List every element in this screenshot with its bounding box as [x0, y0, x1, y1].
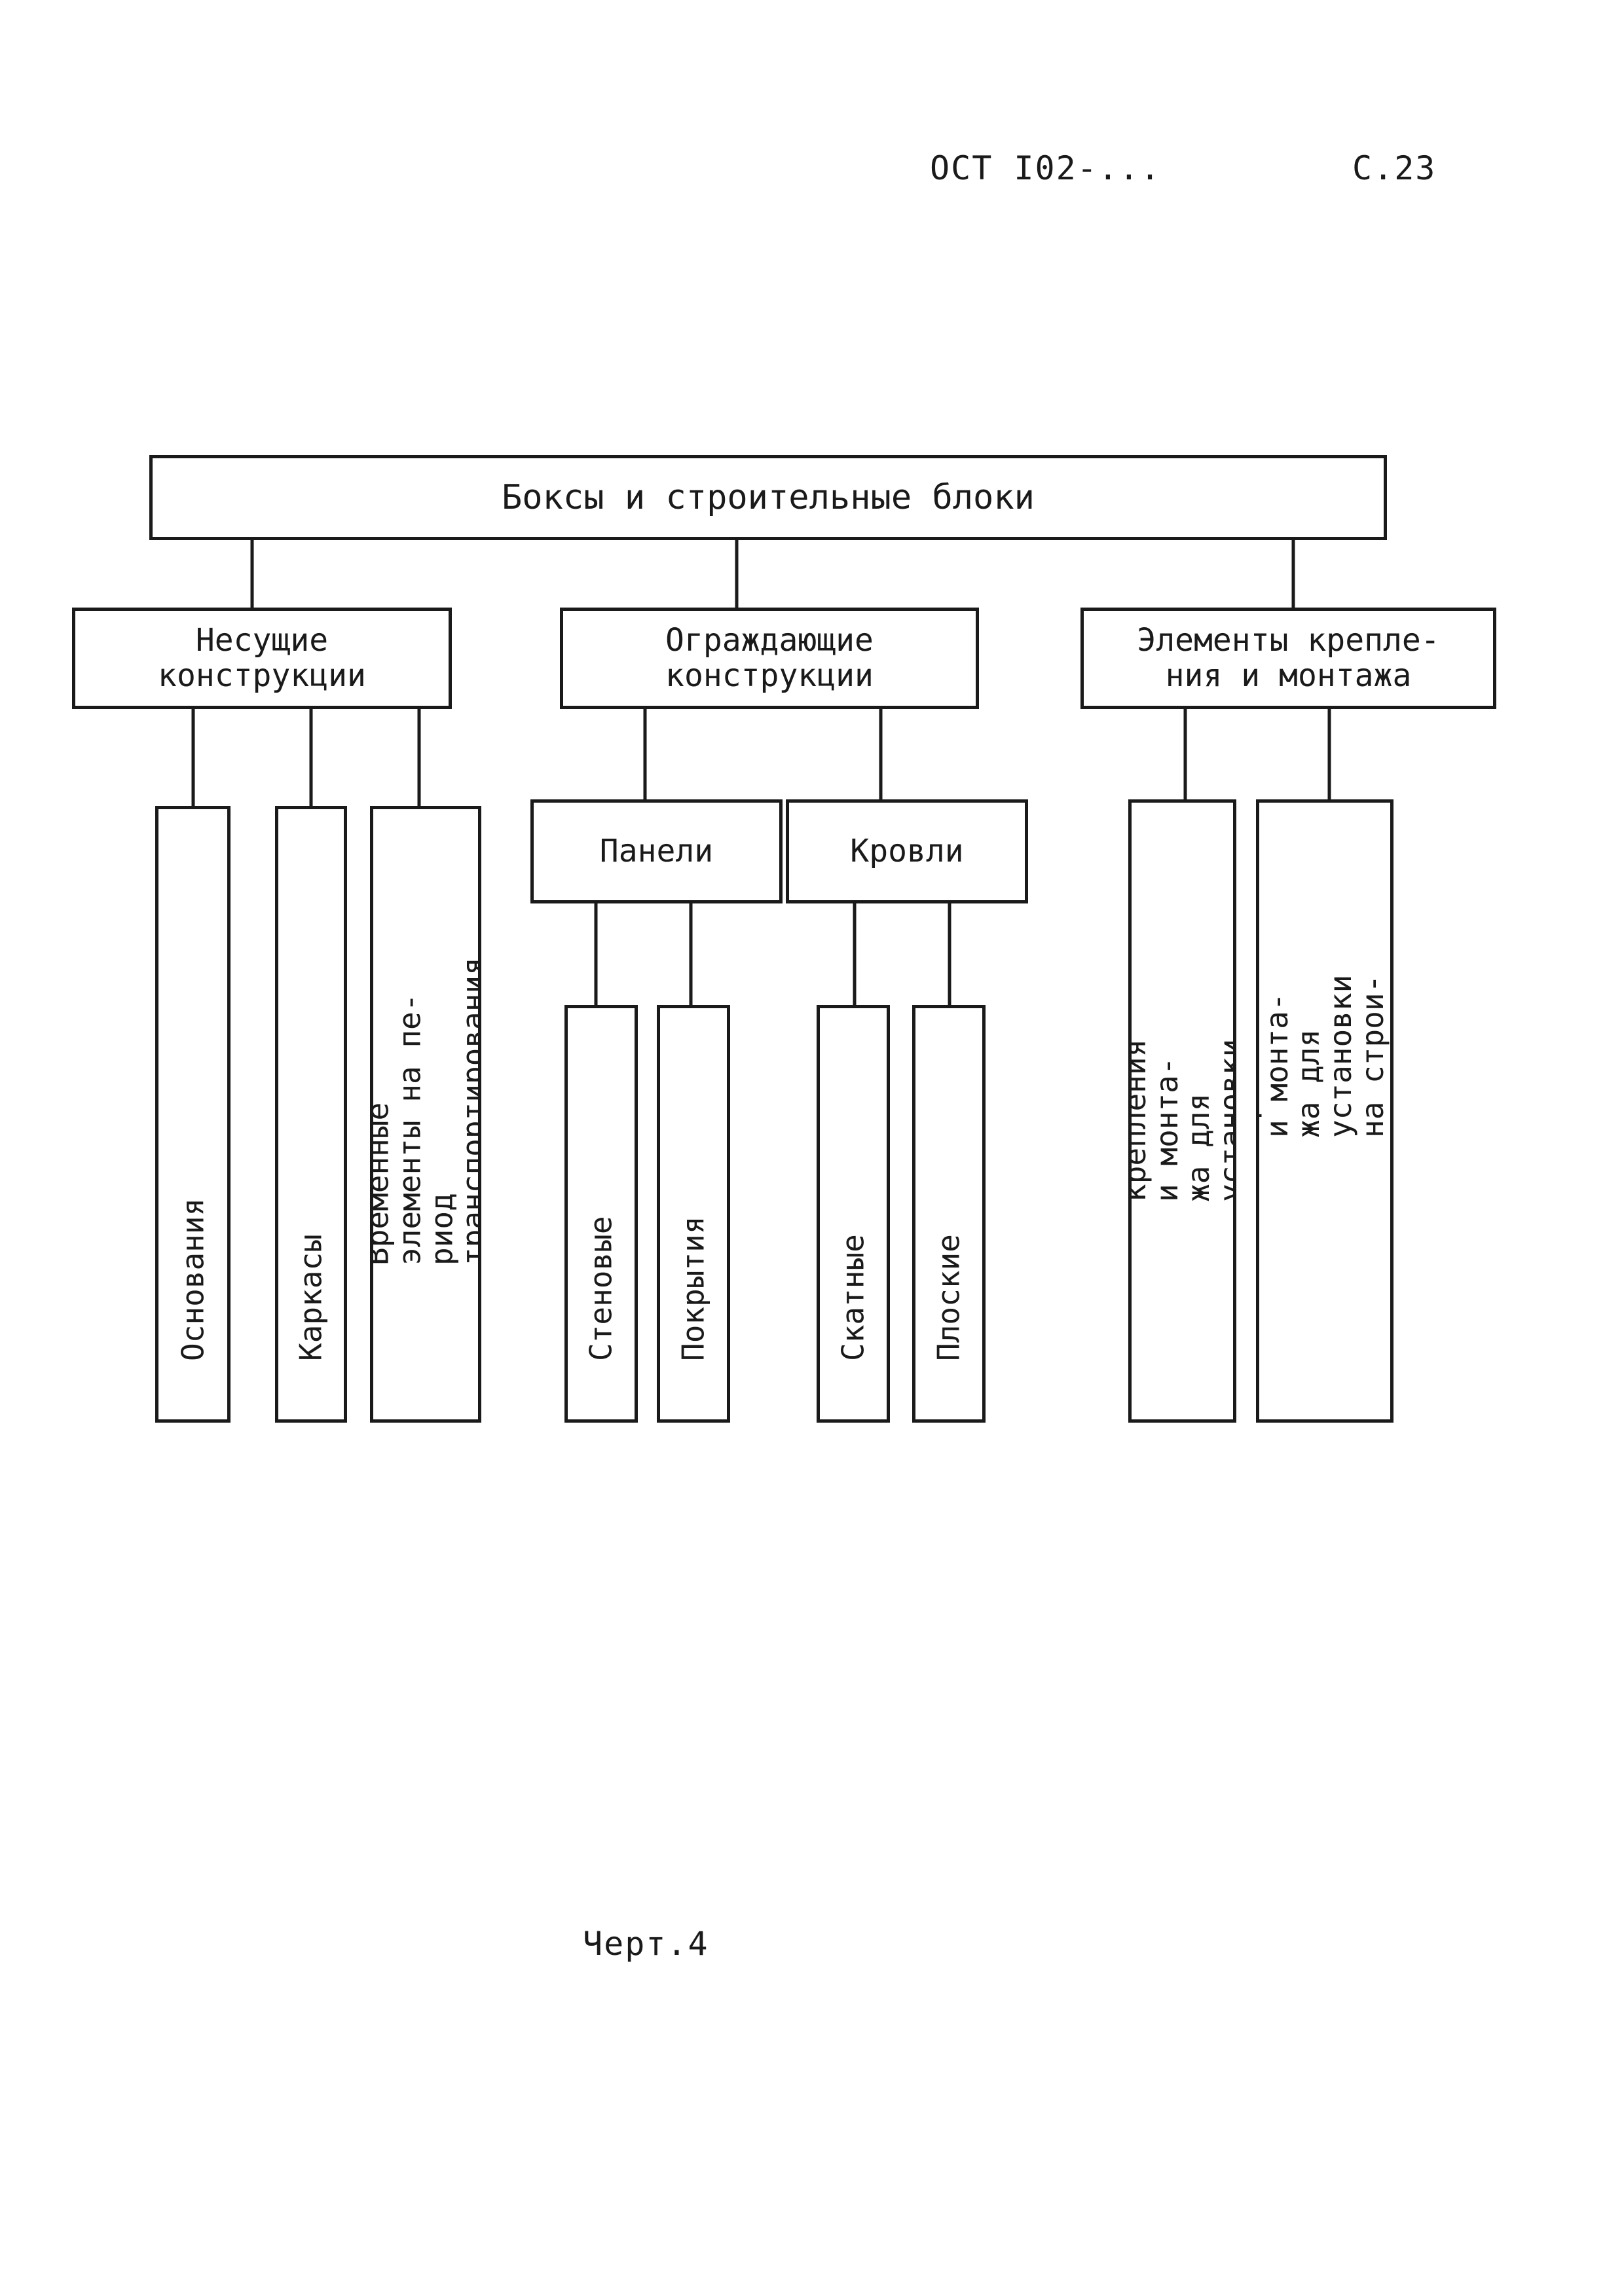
leaf-box-pitched-roofs: Скатные	[817, 1005, 890, 1423]
group-box-fastening: Элементы крепле- ния и монтажа	[1080, 608, 1496, 709]
leaf-box-temporary-elements: Временные элементы на пе- риод транспорт…	[370, 806, 481, 1423]
leaf-box-roof-panels: Покрытия	[657, 1005, 730, 1423]
root-label: Боксы и строительные блоки	[502, 477, 1035, 517]
leaf-label-temporary-elements: Временные элементы на пе- риод транспорт…	[370, 957, 481, 1266]
leaf-label-roof-panels: Покрытия	[675, 1216, 711, 1362]
leaf-box-wall-panels: Стеновые	[564, 1005, 638, 1423]
leaf-box-frames: Каркасы	[275, 806, 347, 1423]
leaf-label-pitched-roofs: Скатные	[835, 1234, 871, 1362]
leaf-label-flat-roofs: Плоские	[931, 1234, 967, 1362]
leaf-label-frames: Каркасы	[293, 1234, 329, 1362]
group-box-enclosing: Ограждающие конструкции	[560, 608, 979, 709]
leaf-box-flat-roofs: Плоские	[912, 1005, 986, 1423]
leaf-label-wall-panels: Стеновые	[583, 1216, 619, 1362]
group-label-load-bearing: Несущие конструкции	[158, 621, 366, 694]
root-box: Боксы и строительные блоки	[149, 455, 1387, 540]
leaf-box-foundations: Основания	[155, 806, 231, 1423]
figure-caption: Черт.4	[583, 1925, 709, 1963]
leaf-box-site-fastening: Элементы крепления и монта- жа для устан…	[1256, 799, 1393, 1423]
leaf-label-foundations: Основания	[175, 1198, 211, 1362]
subgroup-box-roofs: Кровли	[786, 799, 1028, 903]
leaf-box-factory-fastening: Элементы крепления и монта- жа для устан…	[1128, 799, 1236, 1423]
subgroup-box-panels: Панели	[530, 799, 783, 903]
subgroup-label-roofs: Кровли	[850, 832, 964, 869]
leaf-label-site-fastening: Элементы крепления и монта- жа для устан…	[1256, 974, 1393, 1138]
group-label-fastening: Элементы крепле- ния и монтажа	[1137, 621, 1440, 694]
group-box-load-bearing: Несущие конструкции	[72, 608, 452, 709]
document-code: ОСТ I02-...	[930, 149, 1162, 187]
page-number: С.23	[1352, 149, 1437, 187]
leaf-label-factory-fastening: Элементы крепления и монта- жа для устан…	[1128, 1038, 1236, 1202]
group-label-enclosing: Ограждающие конструкции	[665, 621, 874, 694]
subgroup-label-panels: Панели	[599, 832, 714, 869]
